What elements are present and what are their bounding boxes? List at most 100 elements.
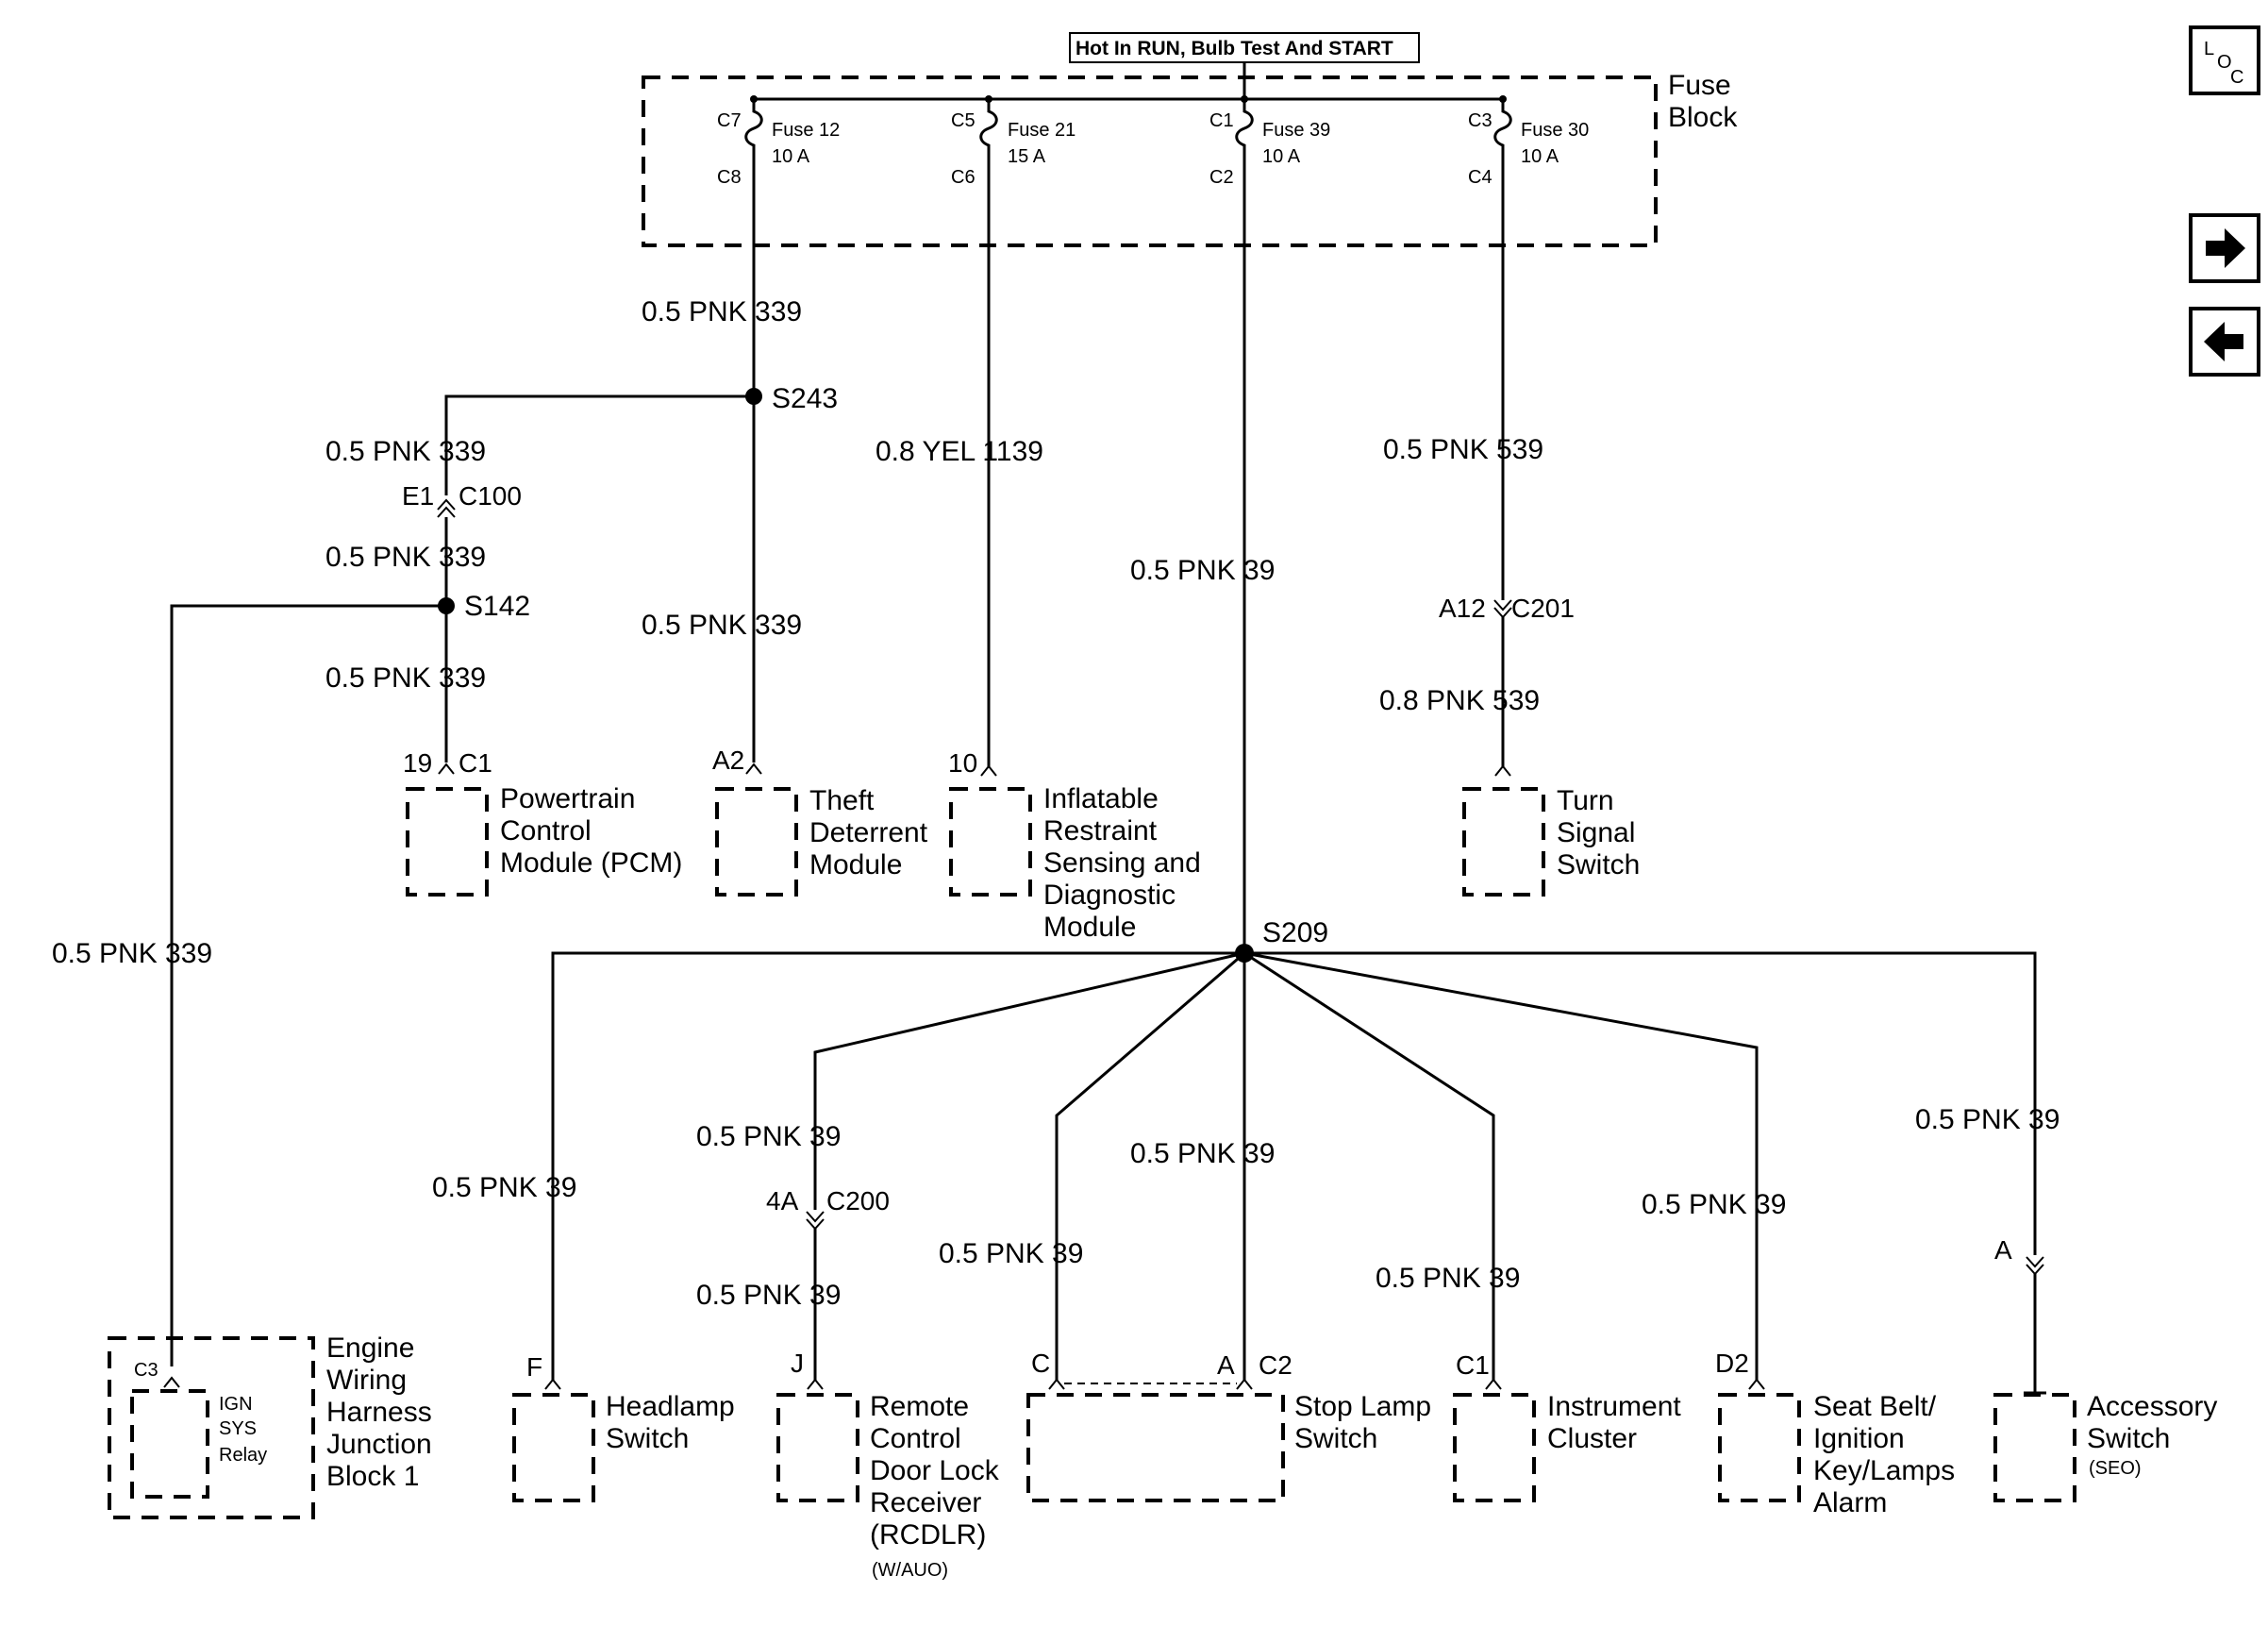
c100-pin: E1 [402,481,434,511]
wire-39-main-label: 0.5 PNK 39 [1130,555,1275,586]
hot-label: Hot In RUN, Bulb Test And START [1076,38,1393,59]
stop-lamp-conn: C2 [1259,1350,1292,1380]
cluster-label-1: Instrument [1547,1391,1681,1422]
theft-label-3: Module [809,849,902,880]
wire-39-accessory [1244,951,2037,1255]
airbag-label-4: Diagnostic [1043,880,1176,911]
engine-block-label-4: Junction [326,1429,432,1460]
rcdlr-label-5: (RCDLR) [870,1519,986,1551]
c100-connector-symbol [437,498,456,518]
engine-junction-block-component: C3 IGN SYS Relay Engine Wiring Harness J… [108,1333,432,1519]
fuse-12-out-pin: C8 [717,167,742,188]
instrument-cluster-component: C1 Instrument Cluster [1453,1350,1681,1502]
wire-39-accessory-label: 0.5 PNK 39 [1915,1104,2060,1135]
wire-339-engine-label: 0.5 PNK 339 [52,938,212,969]
wire-39-stop-a-label: 0.5 PNK 39 [1130,1138,1275,1169]
accessory-label-2: Switch [2087,1423,2170,1454]
arrow-right-icon [2206,228,2245,268]
fuse-12: C7 C8 Fuse 12 10 A [717,95,840,188]
seatbelt-label-2: Ignition [1813,1423,1905,1454]
rcdlr-option: (W/AUO) [872,1560,948,1581]
wire-39-headlamp-label: 0.5 PNK 39 [432,1172,576,1203]
rcdlr-component: J Remote Control Door Lock Receiver (RCD… [776,1349,1000,1581]
prev-page-button[interactable] [2189,307,2260,377]
wire-39-stop-c-label: 0.5 PNK 39 [939,1238,1083,1269]
fuse-12-name: Fuse 12 [772,120,840,141]
pcm-label-2: Control [500,815,592,847]
fuse-39: C1 C2 Fuse 39 10 A [1209,95,1330,188]
loc-c: C [2230,67,2243,88]
engine-block-label-3: Harness [326,1397,432,1428]
fuse-21-rating: 15 A [1008,146,1046,167]
pcm-conn: C1 [459,748,492,778]
stop-lamp-switch-component: C A C2 Stop Lamp Switch [1026,1349,1431,1502]
next-page-button[interactable] [2189,213,2260,283]
turn-signal-switch-component: Turn Signal Switch [1462,764,1640,897]
wire-339-left-a-label: 0.5 PNK 339 [325,436,486,467]
c201-pin: A12 [1439,594,1486,623]
turn-label-2: Signal [1557,817,1635,848]
fuse-39-out-pin: C2 [1209,167,1234,188]
accessory-conn-pin: A [1994,1235,2012,1265]
engine-block-label-1: Engine [326,1333,414,1364]
turn-label-1: Turn [1557,785,1614,816]
wire-339-top-label: 0.5 PNK 339 [642,296,802,327]
theft-label-2: Deterrent [809,817,928,848]
wire-39-seatbelt-label: 0.5 PNK 39 [1642,1189,1786,1220]
fuse-39-name: Fuse 39 [1262,120,1330,141]
stop-lamp-label-1: Stop Lamp [1294,1391,1431,1422]
c201-connector-symbol [1493,599,1512,619]
headlamp-switch-component: F Headlamp Switch [512,1352,735,1502]
turn-label-3: Switch [1557,849,1640,880]
seatbelt-label-4: Alarm [1813,1487,1887,1518]
c200-connector-symbol [806,1211,825,1231]
rcdlr-label-3: Door Lock [870,1455,1000,1486]
accessory-option: (SEO) [2089,1458,2142,1479]
c100-name: C100 [459,481,522,511]
rcdlr-label-4: Receiver [870,1487,981,1518]
wire-539-bottom-label: 0.8 PNK 539 [1379,685,1540,716]
pcm-component: 19 C1 Powertrain Control Module (PCM) [403,748,682,897]
fuse-30: C3 C4 Fuse 30 10 A [1468,95,1589,188]
fuse-block-label-1: Fuse [1668,70,1731,101]
accessory-switch-component: Accessory Switch (SEO) [1993,1391,2217,1502]
c201-name: C201 [1511,594,1575,623]
fuse-30-in-pin: C3 [1468,110,1493,131]
airbag-pin: 10 [948,748,977,778]
seat-belt-alarm-component: D2 Seat Belt/ Ignition Key/Lamps Alarm [1715,1349,1955,1518]
headlamp-label-1: Headlamp [606,1391,735,1422]
theft-pin: A2 [712,746,744,775]
wire-39-seatbelt [1243,951,1759,1380]
splice-s243-label: S243 [772,383,838,414]
fuse-21-name: Fuse 21 [1008,120,1076,141]
fuse-30-out-pin: C4 [1468,167,1493,188]
fuse-21: C5 C6 Fuse 21 15 A [951,95,1076,188]
theft-deterrent-component: A2 Theft Deterrent Module [712,746,928,897]
fuse-12-in-pin: C7 [717,110,742,131]
fuse-21-in-pin: C5 [951,110,976,131]
wire-339-pcm-label: 0.5 PNK 339 [325,662,486,694]
wire-39-stop-c [1055,951,1245,1380]
accessory-label-1: Accessory [2087,1391,2217,1422]
arrow-left-icon [2204,322,2243,361]
wire-39-rcdlr-a-label: 0.5 PNK 39 [696,1121,841,1152]
rcdlr-label-2: Control [870,1423,961,1454]
splice-s209-label: S209 [1262,917,1328,948]
wire-339-left-b-label: 0.5 PNK 339 [325,542,486,573]
stop-lamp-label-2: Switch [1294,1423,1377,1454]
pcm-pin: 19 [403,748,432,778]
loc-o: O [2217,52,2232,73]
relay-label-3: Relay [219,1445,267,1466]
fuse-39-in-pin: C1 [1209,110,1234,131]
wire-339-engine [170,604,446,1366]
headlamp-label-2: Switch [606,1423,689,1454]
wire-39-cluster-label: 0.5 PNK 39 [1376,1263,1520,1294]
loc-button[interactable]: L O C [2189,25,2260,95]
wire-39-headlamp [551,951,1244,1380]
wire-339-branch-left [444,394,754,495]
pcm-label-3: Module (PCM) [500,847,682,879]
fuse-21-out-pin: C6 [951,167,976,188]
relay-label-2: SYS [219,1418,257,1439]
cluster-label-2: Cluster [1547,1423,1637,1454]
airbag-module-component: 10 Inflatable Restraint Sensing and Diag… [948,748,1201,943]
